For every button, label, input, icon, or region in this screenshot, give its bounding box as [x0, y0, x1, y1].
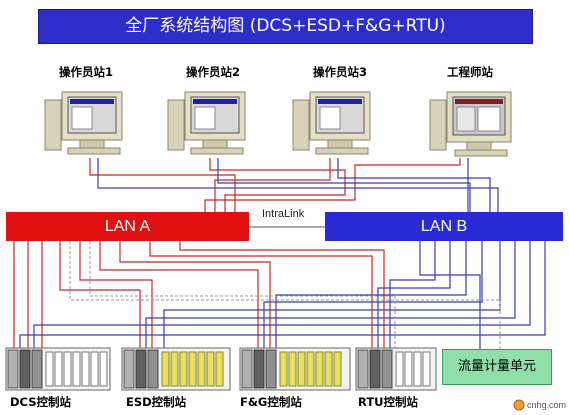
- aux-cables: [69, 241, 501, 349]
- operator-station-3-label: 操作员站3: [313, 65, 368, 79]
- workstation-1: [44, 91, 123, 155]
- lan-b-bar: LAN B: [325, 212, 563, 241]
- dcs-controller-label: DCS控制站: [10, 395, 71, 409]
- watermark-logo: [513, 399, 525, 411]
- engineer-station-label: 工程师站: [447, 65, 493, 79]
- engineer-workstation: [429, 91, 512, 157]
- red-cables-bottom: [13, 241, 385, 348]
- lan-a-bar: LAN A: [6, 212, 249, 241]
- workstation-2: [167, 91, 246, 155]
- fg-rack: [239, 347, 351, 391]
- red-cables-top: [89, 158, 461, 212]
- flow-metering-unit: 流量计量单元: [442, 349, 552, 385]
- operator-station-2-label: 操作员站2: [186, 65, 241, 79]
- intralink-label: IntraLink: [262, 208, 305, 220]
- blue-cables-top: [97, 158, 499, 212]
- operator-station-1-label: 操作员站1: [59, 65, 114, 79]
- diagram-title: 全厂系统结构图 (DCS+ESD+F&G+RTU): [38, 9, 533, 44]
- workstation-3: [292, 91, 371, 155]
- rtu-controller-label: RTU控制站: [358, 395, 419, 409]
- blue-cables-bottom: [19, 241, 546, 349]
- dcs-rack: [5, 347, 111, 391]
- rtu-rack: [355, 347, 437, 391]
- watermark-text: cnhg.com: [527, 400, 567, 410]
- fg-controller-label: F&G控制站: [240, 395, 302, 409]
- esd-controller-label: ESD控制站: [126, 395, 187, 409]
- esd-rack: [121, 347, 231, 391]
